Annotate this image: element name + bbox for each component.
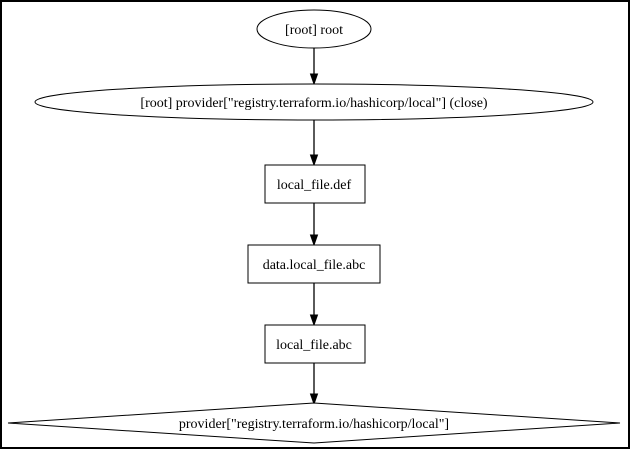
node-local-file-def-box (264, 164, 366, 204)
edge-local-file-abc-to-provider (309, 363, 319, 406)
node-data-local-file-abc: data.local_file.abc (247, 244, 381, 284)
node-local-file-abc-label: local_file.abc (276, 338, 352, 353)
edge-root-to-provider-close (309, 48, 319, 86)
node-data-local-file-abc-box (247, 244, 381, 284)
arrowhead-icon (309, 73, 319, 86)
node-root-label: [root] root (285, 23, 343, 38)
node-local-file-abc-box (264, 324, 366, 364)
node-provider-close: [root] provider["registry.terraform.io/h… (34, 83, 594, 121)
node-data-local-file-abc-label: data.local_file.abc (263, 258, 366, 273)
arrowhead-icon (309, 314, 319, 327)
arrowhead-icon (309, 393, 319, 406)
edge-local-file-def-to-data-local-file-abc (309, 203, 319, 247)
node-provider-diamond (7, 402, 621, 444)
node-provider: provider["registry.terraform.io/hashicor… (7, 402, 621, 444)
node-local-file-def-label: local_file.def (277, 178, 352, 193)
arrowhead-icon (309, 234, 319, 247)
node-local-file-abc: local_file.abc (264, 324, 366, 364)
edge-data-local-file-abc-to-local-file-abc (309, 283, 319, 327)
node-provider-close-label: [root] provider["registry.terraform.io/h… (140, 96, 488, 111)
node-provider-close-ellipse (34, 83, 594, 121)
node-root-ellipse (256, 9, 372, 49)
node-provider-label: provider["registry.terraform.io/hashicor… (179, 417, 449, 432)
node-root: [root] root (256, 9, 372, 49)
arrowhead-icon (309, 154, 319, 167)
node-local-file-def: local_file.def (264, 164, 366, 204)
edge-provider-close-to-local-file-def (309, 120, 319, 167)
